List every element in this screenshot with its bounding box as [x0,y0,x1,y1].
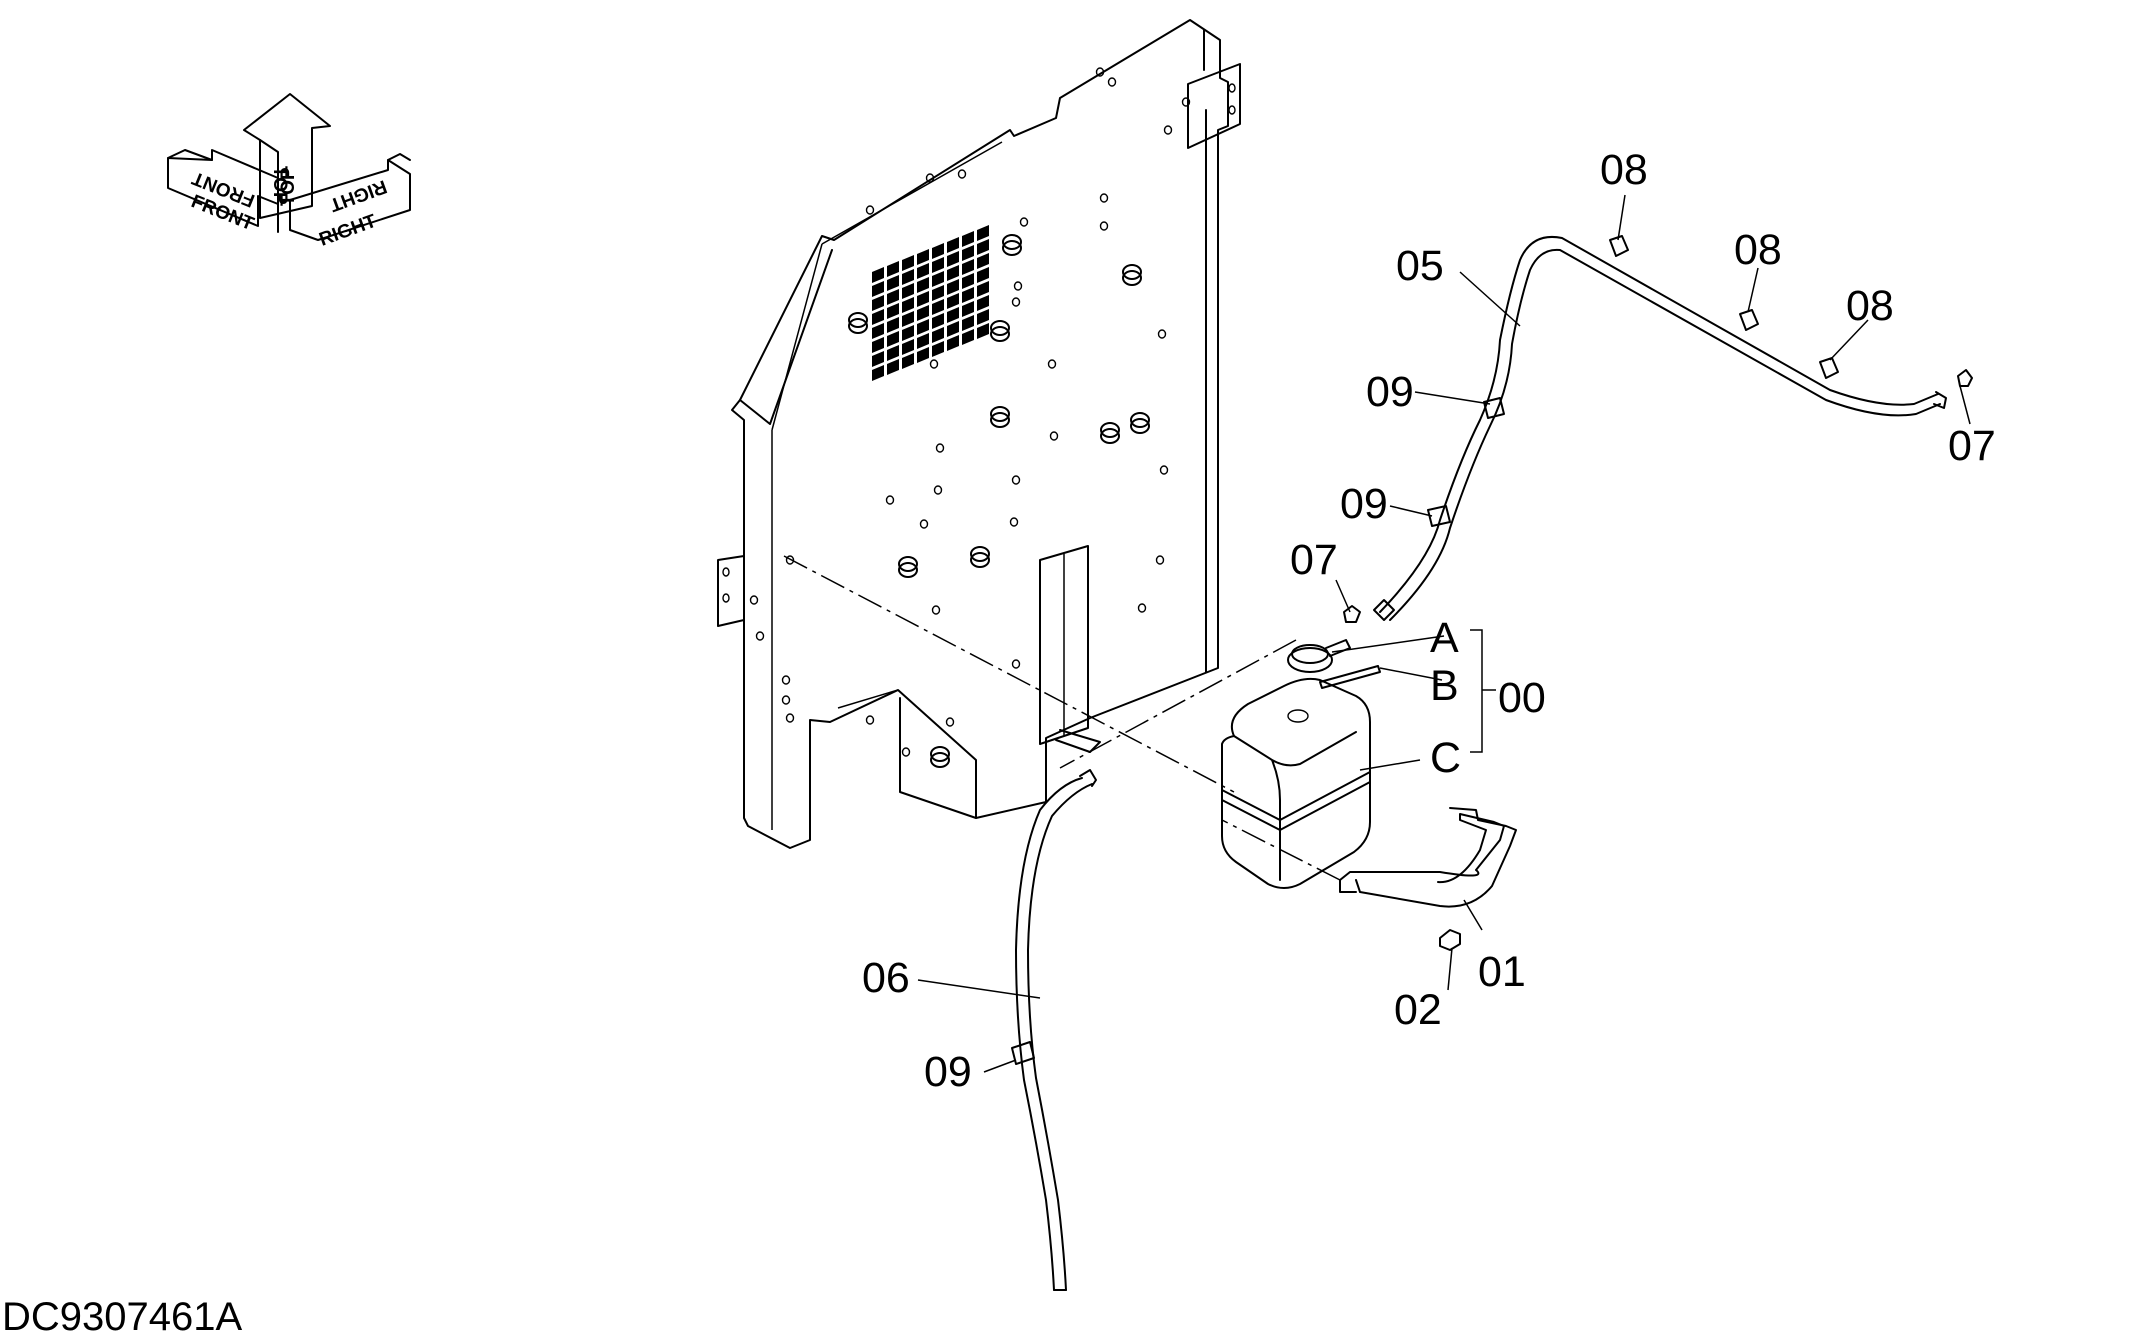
right-label: RIGHT [317,211,380,251]
hose-06 [1015,769,1097,1291]
callout-C: C [1430,734,1461,782]
top-label: TOP [269,166,290,205]
callout-09-3: 09 [924,1048,972,1096]
clamp-08-3 [1819,357,1839,379]
callout-01: 01 [1478,948,1526,996]
callout-06: 06 [862,954,910,1002]
clip-07-upper [1957,369,1973,387]
callout-08-2: 08 [1734,226,1782,274]
callout-08-1: 08 [1600,146,1648,194]
callout-00: 00 [1498,674,1546,722]
clamp-09-1 [1483,397,1505,419]
dipstick-b [1319,665,1381,689]
reserve-tank [1221,677,1371,889]
mounting-panel [717,19,1241,849]
vent-grille [872,225,989,381]
leader-lines [917,194,1971,1073]
right-arrow-icon [289,159,411,241]
panel-studs [848,234,1150,768]
clip-07-lower [1343,605,1361,623]
callout-A: A [1430,614,1459,662]
callout-07-lower: 07 [1290,536,1338,584]
clamp-08-1 [1609,235,1629,257]
panel-holes [749,67,1191,757]
orientation-indicator: FRONT FRONT TOP TOP RIGHT RIGHT [167,93,411,251]
callout-08-3: 08 [1846,282,1894,330]
callout-07-upper: 07 [1948,422,1996,470]
clamp-09-2 [1427,505,1451,527]
hose-05 [1373,236,1947,621]
callout-09-2: 09 [1340,480,1388,528]
drawing-code: DC9307461A [2,1295,242,1335]
callout-05: 05 [1396,242,1444,290]
clamp-09-3 [1011,1041,1035,1065]
assembly-lines [783,555,1341,881]
callouts: 08 08 08 05 09 09 07 07 A B C 00 01 02 0… [862,146,1996,1096]
tank-cap [1287,639,1351,673]
clamp-08-2 [1739,309,1759,331]
callout-02: 02 [1394,986,1442,1034]
callout-B: B [1430,662,1459,710]
callout-09-1: 09 [1366,368,1414,416]
right-label-mirrored: RIGHT [326,175,389,215]
top-label-mirrored: TOP [278,167,299,206]
bolt-02 [1439,929,1461,951]
bracket-01 [1339,807,1517,908]
